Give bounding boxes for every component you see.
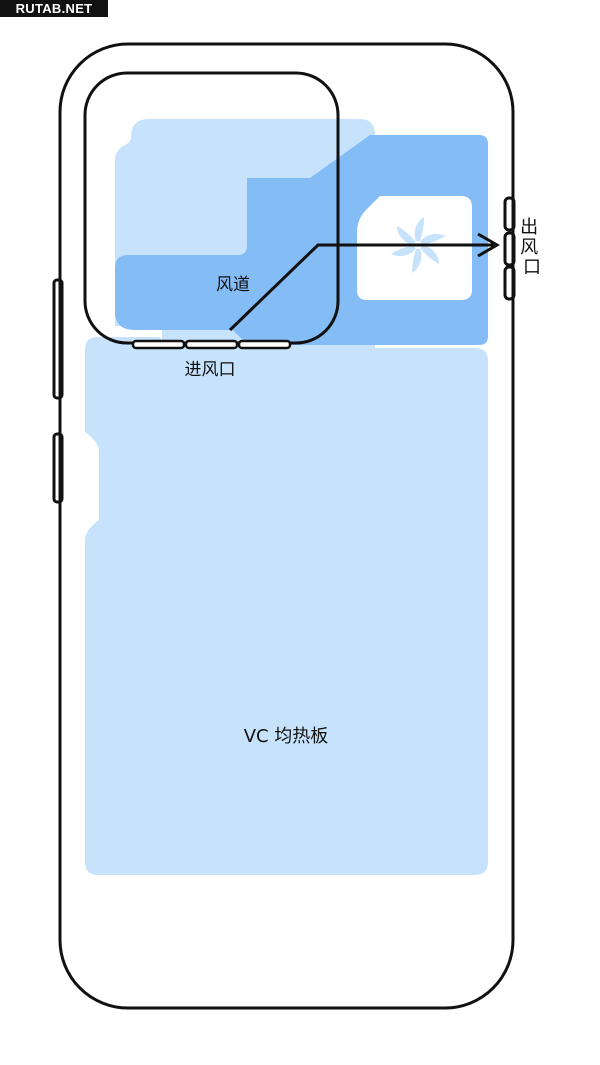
airflow-arrowhead-icon bbox=[477, 232, 500, 258]
air-duct-label: 风道 bbox=[216, 275, 250, 295]
air-outlet-char-2: 风 bbox=[520, 237, 538, 258]
vapor-chamber-label: VC 均热板 bbox=[244, 726, 329, 747]
inlet-vent-slot-3 bbox=[237, 339, 292, 350]
inlet-vent-slot-1 bbox=[131, 339, 186, 350]
air-outlet-char-1: 出 bbox=[520, 217, 538, 238]
inlet-vent-slot-2 bbox=[184, 339, 239, 350]
air-outlet-label: 出 风 口 bbox=[520, 217, 544, 278]
fan-icon bbox=[390, 217, 446, 273]
airflow-arrow-line bbox=[228, 243, 496, 332]
vc-plate-region bbox=[85, 337, 488, 875]
air-inlet-label: 进风口 bbox=[185, 360, 236, 380]
phone-outline bbox=[58, 42, 515, 1010]
air-outlet-char-3: 口 bbox=[523, 257, 541, 278]
site-watermark: RUTAB.NET bbox=[0, 0, 108, 17]
